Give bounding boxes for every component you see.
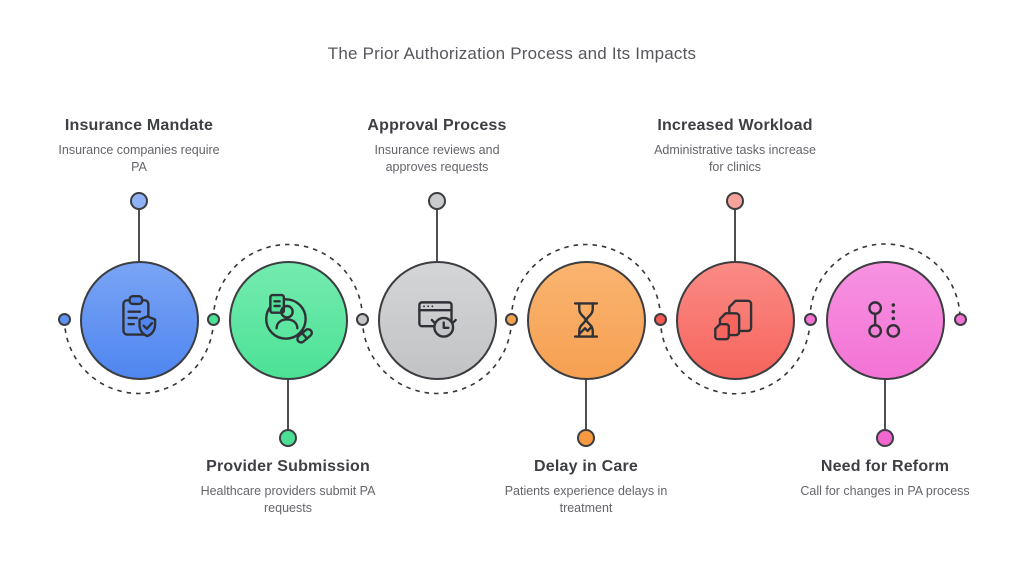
stage-label-increased-workload: Increased Workload Administrative tasks …: [615, 117, 855, 176]
stage-label-insurance-mandate: Insurance Mandate Insurance companies re…: [19, 117, 259, 176]
stage-title: Increased Workload: [657, 117, 813, 134]
stage-title: Insurance Mandate: [64, 117, 214, 134]
stage-circle-delay-in-care: [526, 260, 646, 380]
stage-description: Insurance reviews and approves requests: [374, 143, 500, 174]
stage-6-label-dot: [876, 429, 894, 447]
page-title: The Prior Authorization Process and Its …: [327, 44, 697, 63]
stage-circle-need-for-reform: [825, 260, 945, 380]
stage-title: Delay in Care: [534, 458, 638, 475]
stage-label-need-for-reform: Need for Reform Call for changes in PA p…: [765, 458, 1005, 500]
timeline-dot-6: [803, 312, 817, 326]
stage-title: Approval Process: [367, 117, 507, 134]
timeline-dot-2: [207, 312, 220, 326]
timeline-arc-6: [809, 243, 961, 320]
clipboard-shield-check-icon: [122, 294, 157, 338]
stage-circle-approval-process: [377, 260, 497, 380]
stage-description: Healthcare providers submit PA requests: [200, 484, 376, 515]
timeline-arc-2: [212, 243, 364, 320]
stage-circle-insurance-mandate: [79, 260, 199, 380]
stage-description: Administrative tasks increase for clinic…: [654, 143, 816, 174]
stage-description: Insurance companies require PA: [58, 143, 220, 174]
stage-description: Patients experience delays in treatment: [504, 484, 668, 515]
reform-path-icon: [868, 301, 901, 338]
timeline-arc-1: [63, 318, 215, 395]
timeline-dot-3: [356, 312, 369, 326]
stacked-documents-icon: [714, 299, 753, 341]
timeline-arc-3: [361, 318, 513, 395]
stage-2-label-dot: [279, 429, 297, 447]
stage-circle-provider-submission: [228, 260, 348, 380]
timeline-dot-4: [505, 312, 518, 326]
timeline-arc-4: [510, 243, 662, 320]
stage-description: Call for changes in PA process: [800, 484, 970, 498]
stage-label-approval-process: Approval Process Insurance reviews and a…: [317, 117, 557, 176]
timeline-dot-5: [654, 312, 667, 326]
stage-3-label-dot: [428, 192, 446, 210]
stage-1-label-dot: [130, 192, 148, 210]
stage-title: Provider Submission: [206, 458, 370, 475]
stage-label-delay-in-care: Delay in Care Patients experience delays…: [466, 458, 706, 517]
stage-5-label-dot: [726, 192, 744, 210]
timeline-arc-5: [659, 318, 811, 395]
stage-title: Need for Reform: [820, 458, 950, 475]
stage-label-provider-submission: Provider Submission Healthcare providers…: [168, 458, 408, 517]
stage-circle-increased-workload: [675, 260, 795, 380]
browser-clock-icon: [418, 301, 457, 338]
timeline-dot-1: [58, 312, 71, 326]
timeline-dot-7: [953, 312, 967, 326]
hourglass-icon: [573, 302, 599, 338]
stage-4-label-dot: [577, 429, 595, 447]
provider-document-pill-icon: [265, 293, 313, 344]
